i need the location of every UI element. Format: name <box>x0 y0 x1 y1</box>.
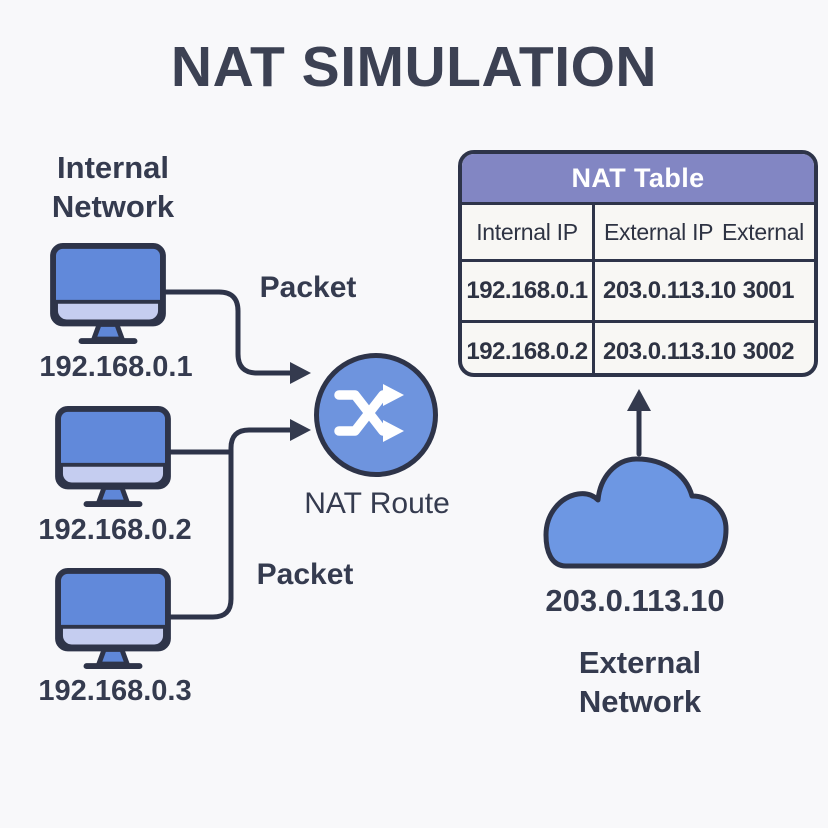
external-ip-label: 203.0.113.10 <box>545 583 725 618</box>
column-header-internal-ip: Internal IP <box>462 205 595 259</box>
diagram-title: NAT SIMULATION <box>170 35 658 99</box>
packet-label-bottom: Packet <box>256 558 354 591</box>
internal-network-label: Internal Network <box>13 148 213 226</box>
cell-external-ip: 203.0.113.10 <box>603 277 736 304</box>
column-header-external-port: External <box>722 218 804 245</box>
desktop-monitor-icon <box>54 405 172 509</box>
desktop-monitor-icon <box>54 567 172 671</box>
cell-external-ip: 203.0.113.10 <box>603 338 736 365</box>
external-network-label-line1: External <box>578 645 702 680</box>
nat-table-header-row: Internal IP External IP External <box>462 205 814 262</box>
external-network-label-line2: Network <box>578 684 702 719</box>
device-ip-label: 192.168.0.1 <box>39 351 193 383</box>
column-header-external: External IP External <box>595 205 814 259</box>
table-row: 192.168.0.1 203.0.113.10 3001 <box>462 262 814 323</box>
internal-network-label-line1: Internal <box>57 150 169 185</box>
nat-router-icon <box>314 353 438 477</box>
nat-table-title: NAT Table <box>462 154 814 205</box>
desktop-monitor-icon <box>49 242 167 346</box>
cell-external: 203.0.113.10 3002 <box>595 323 814 373</box>
column-header-external-ip: External IP <box>604 218 714 245</box>
shuffle-icon <box>334 384 404 442</box>
cell-external: 203.0.113.10 3001 <box>595 262 814 320</box>
cell-external-port: 3001 <box>742 277 795 304</box>
table-row: 192.168.0.2 203.0.113.10 3002 <box>462 323 814 373</box>
wire-cloud-to-table <box>627 389 651 457</box>
cell-internal-ip: 192.168.0.1 <box>462 262 595 320</box>
arrow-right-icon <box>290 419 311 441</box>
arrow-right-icon <box>290 362 311 384</box>
cloud-icon <box>543 456 729 569</box>
nat-router-label: NAT Route <box>304 487 450 520</box>
device-ip-label: 192.168.0.2 <box>38 514 192 546</box>
nat-table: NAT Table Internal IP External IP Extern… <box>458 150 818 377</box>
cell-internal-ip: 192.168.0.2 <box>462 323 595 373</box>
cell-external-port: 3002 <box>742 338 795 365</box>
arrow-up-icon <box>627 389 651 411</box>
internal-network-label-line2: Network <box>51 189 175 224</box>
device-ip-label: 192.168.0.3 <box>38 675 192 707</box>
external-network-label: External Network <box>540 643 740 721</box>
packet-label-top: Packet <box>259 271 357 304</box>
